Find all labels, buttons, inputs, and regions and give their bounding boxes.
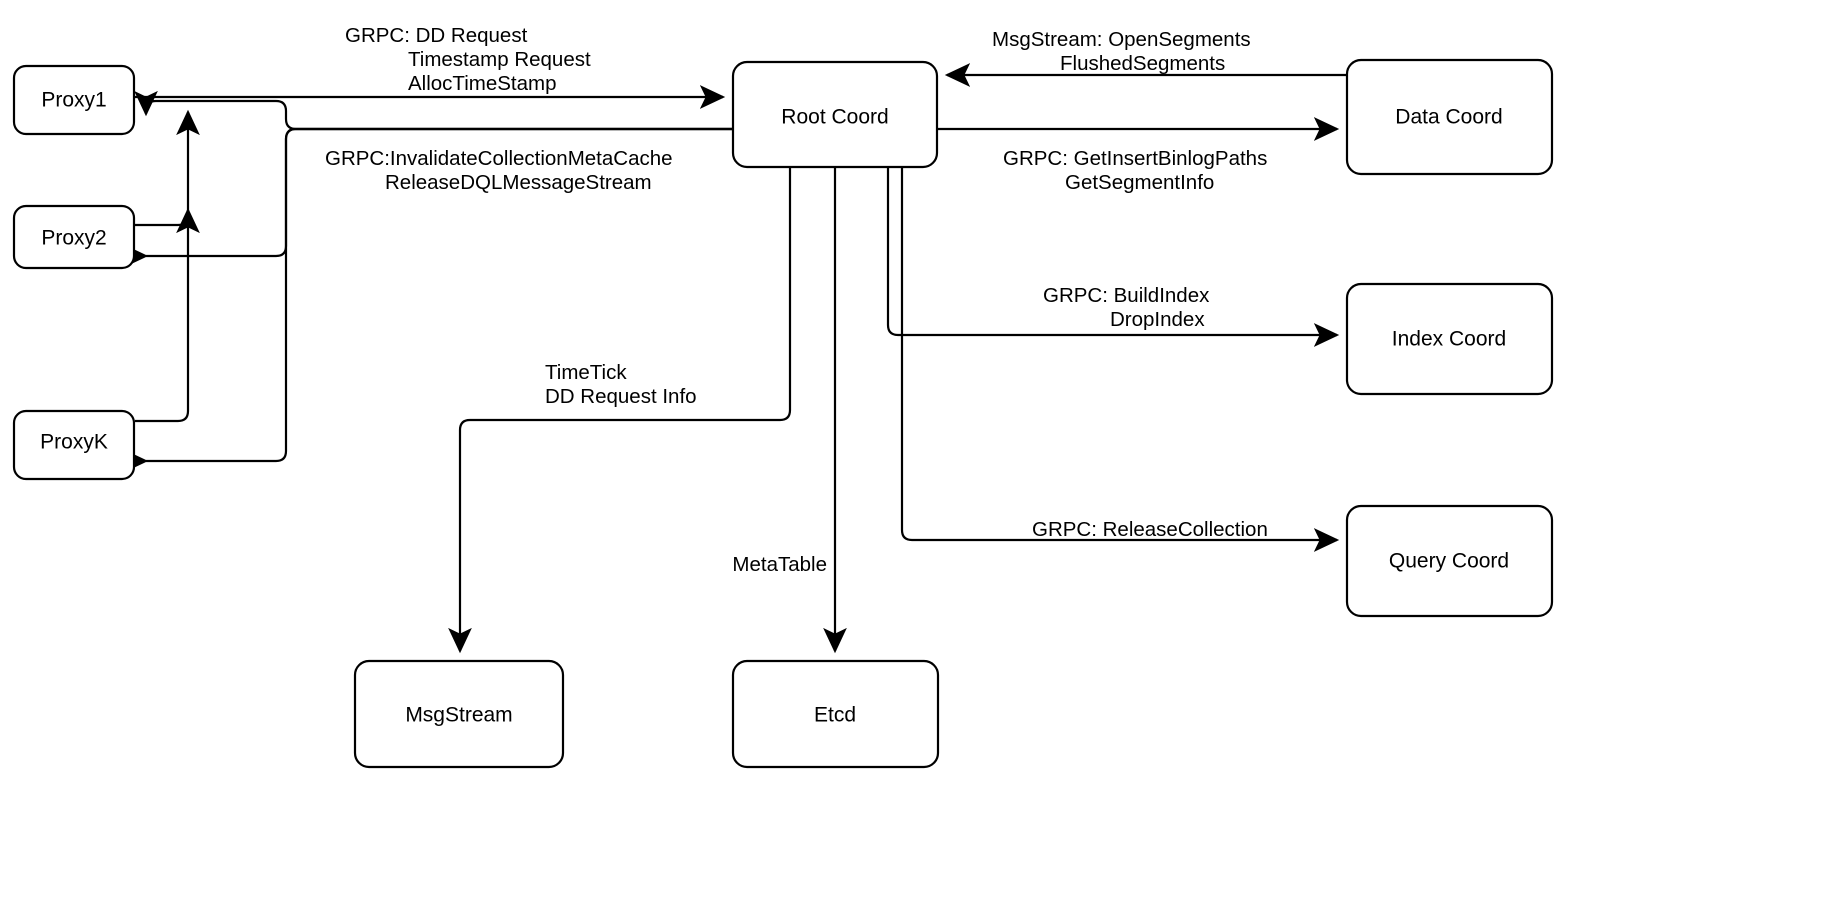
edge-label-line-0: MetaTable: [732, 553, 827, 576]
edge-label-line-1: DD Request Info: [545, 385, 697, 408]
edge-label-line-0: MsgStream: OpenSegments: [992, 28, 1251, 51]
edge-rootcoord-to-msgstream: [448, 167, 792, 654]
node-proxy1-label: Proxy1: [41, 89, 106, 112]
node-querycoord-label: Query Coord: [1389, 550, 1509, 573]
edge-label-line-0: GRPC: ReleaseCollection: [1032, 518, 1268, 541]
edge-label-line-0: GRPC: GetInsertBinlogPaths: [1003, 147, 1267, 170]
node-rootcoord-box[interactable]: [731, 60, 939, 169]
node-datacoord-label: Data Coord: [1395, 106, 1502, 129]
node-datacoord-box[interactable]: [1345, 58, 1554, 176]
node-proxy1[interactable]: Proxy1: [12, 64, 136, 136]
node-proxy1-box[interactable]: [12, 64, 136, 136]
node-indexcoord[interactable]: Index Coord: [1345, 282, 1554, 396]
edge-label-rootcoord-to-datacoord: GRPC: GetInsertBinlogPaths GetSegmentInf…: [1003, 147, 1267, 194]
node-msgstream-label: MsgStream: [405, 704, 512, 727]
edge-label-rootcoord-to-proxies: GRPC:InvalidateCollectionMetaCache Relea…: [325, 147, 673, 194]
edge-proxy2-to-rootcoord: [135, 207, 200, 234]
node-querycoord-box[interactable]: [1345, 504, 1554, 618]
edge-label-line-1: FlushedSegments: [1060, 52, 1225, 75]
edge-label-rootcoord-to-querycoord: GRPC: ReleaseCollection: [1032, 518, 1268, 541]
node-msgstream[interactable]: MsgStream: [353, 659, 565, 769]
edge-rootcoord-to-querycoord: [900, 167, 1340, 552]
edge-label-rootcoord-to-etcd: MetaTable: [732, 553, 827, 576]
node-etcd-box[interactable]: [731, 659, 940, 769]
node-rootcoord[interactable]: Root Coord: [731, 60, 939, 169]
node-proxyk-box[interactable]: [12, 409, 136, 481]
node-indexcoord-box[interactable]: [1345, 282, 1554, 396]
node-datacoord[interactable]: Data Coord: [1345, 58, 1554, 176]
edge-rootcoord-to-proxyk: [143, 127, 733, 473]
node-indexcoord-label: Index Coord: [1392, 328, 1506, 351]
node-proxyk[interactable]: ProxyK: [12, 409, 136, 481]
node-rootcoord-label: Root Coord: [781, 106, 888, 129]
edge-label-rootcoord-to-indexcoord: GRPC: BuildIndex DropIndex: [1043, 284, 1210, 331]
edge-label-line-1: GetSegmentInfo: [1065, 171, 1214, 194]
edge-label-line-0: TimeTick: [545, 361, 627, 384]
edge-label-line-0: GRPC:InvalidateCollectionMetaCache: [325, 147, 673, 170]
edge-label-datacoord-to-rootcoord: MsgStream: OpenSegments FlushedSegments: [992, 28, 1251, 75]
node-proxyk-label: ProxyK: [40, 431, 108, 454]
edge-label-line-1: DropIndex: [1110, 308, 1205, 331]
edge-label-line-0: GRPC: DD Request: [345, 24, 528, 47]
edge-label-line-1: Timestamp Request: [408, 48, 591, 71]
edge-rootcoord-to-proxy1: [134, 90, 733, 131]
edge-label-line-0: GRPC: BuildIndex: [1043, 284, 1210, 307]
edge-label-rootcoord-to-msgstream: TimeTick DD Request Info: [545, 361, 697, 408]
node-proxy2[interactable]: Proxy2: [12, 204, 136, 270]
node-querycoord[interactable]: Query Coord: [1345, 504, 1554, 618]
edge-proxyk-to-rootcoord: [135, 109, 200, 423]
node-etcd-label: Etcd: [814, 704, 856, 727]
node-proxy2-label: Proxy2: [41, 227, 106, 250]
node-proxy2-box[interactable]: [12, 204, 136, 270]
edge-rootcoord-to-indexcoord: [886, 167, 1340, 347]
edge-label-proxy-to-rootcoord: GRPC: DD Request Timestamp Request Alloc…: [345, 24, 591, 95]
edge-label-line-1: ReleaseDQLMessageStream: [385, 171, 652, 194]
node-msgstream-box[interactable]: [353, 659, 565, 769]
node-etcd[interactable]: Etcd: [731, 659, 940, 769]
edge-label-line-2: AllocTimeStamp: [408, 72, 556, 95]
